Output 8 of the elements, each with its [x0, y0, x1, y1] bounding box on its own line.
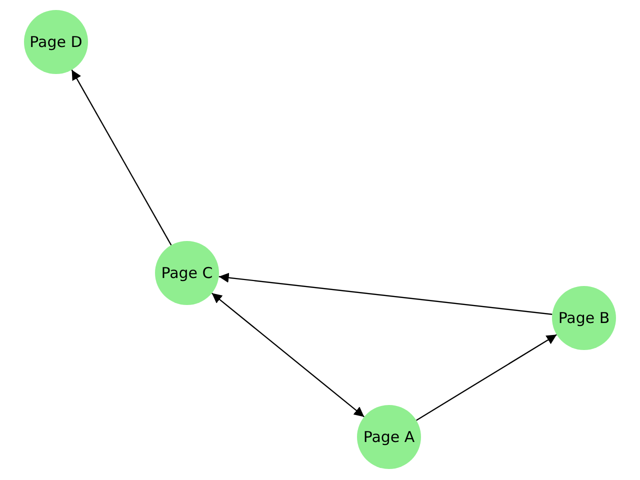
node-label: Page A: [363, 428, 415, 446]
arrow: [211, 292, 365, 418]
arrow: [71, 70, 172, 246]
node-label: Page B: [558, 309, 610, 327]
node-label: Page C: [161, 264, 213, 282]
arrow: [218, 272, 552, 315]
node-label: Page D: [30, 33, 82, 51]
arrow: [416, 334, 557, 421]
